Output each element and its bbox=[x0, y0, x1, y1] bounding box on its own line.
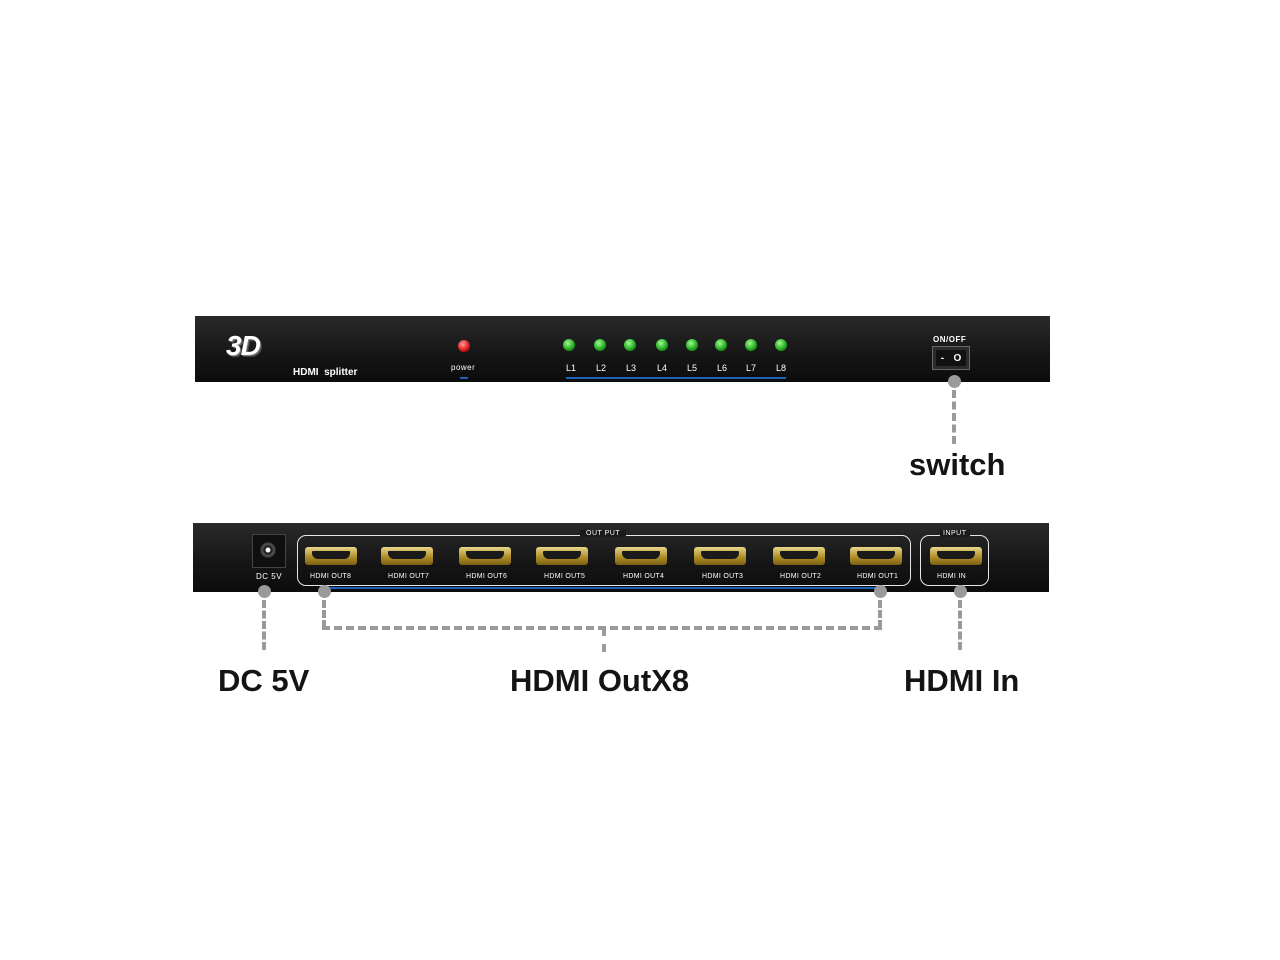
led-label: L7 bbox=[745, 363, 756, 373]
hdmi-out5-port[interactable] bbox=[536, 547, 588, 565]
led-l4-icon bbox=[656, 339, 668, 351]
power-label: power bbox=[451, 363, 476, 372]
hdmi-out6-label: HDMI OUT6 bbox=[466, 573, 508, 580]
led-l2-icon bbox=[594, 339, 606, 351]
hdmi-out4-label: HDMI OUT4 bbox=[623, 573, 665, 580]
output-callout-line-left bbox=[322, 600, 326, 628]
hdmi-out3-label: HDMI OUT3 bbox=[702, 573, 744, 580]
switch-off-symbol: - bbox=[940, 352, 945, 364]
output-underline bbox=[325, 587, 877, 589]
model-label: HDMI splitter bbox=[293, 367, 358, 378]
input-group-label: INPUT bbox=[940, 530, 970, 537]
front-panel bbox=[195, 316, 1050, 382]
hdmi-out4-port[interactable] bbox=[615, 547, 667, 565]
hdmi-out2-label: HDMI OUT2 bbox=[780, 573, 822, 580]
hdmi-out7-label: HDMI OUT7 bbox=[388, 573, 430, 580]
output-callout-line-center bbox=[602, 628, 606, 652]
hdmi-in-label: HDMI IN bbox=[937, 573, 966, 580]
dc-label: DC 5V bbox=[256, 572, 283, 581]
led-label: L8 bbox=[775, 363, 786, 373]
led-l5-icon bbox=[686, 339, 698, 351]
hdmi-out6-port[interactable] bbox=[459, 547, 511, 565]
dc-jack-icon bbox=[252, 534, 286, 568]
output-callout-line-right bbox=[878, 600, 882, 628]
hdmi-out8-port[interactable] bbox=[305, 547, 357, 565]
outputs-callout: HDMI OutX8 bbox=[510, 663, 690, 698]
output-group-label: OUT PUT bbox=[580, 530, 627, 537]
dc-callout-line bbox=[262, 600, 266, 650]
output-callout-dot-right bbox=[874, 585, 887, 598]
hdmi-out7-port[interactable] bbox=[381, 547, 433, 565]
power-switch[interactable]: - O bbox=[932, 346, 970, 370]
led-label: L2 bbox=[595, 363, 606, 373]
led-label: L6 bbox=[716, 363, 727, 373]
led-l6-icon bbox=[715, 339, 727, 351]
switch-on-symbol: O bbox=[953, 352, 962, 364]
power-led-icon bbox=[458, 340, 470, 352]
3d-logo: 3D bbox=[226, 330, 261, 361]
hdmi-out1-port[interactable] bbox=[850, 547, 902, 565]
output-callout-dot-left bbox=[318, 585, 331, 598]
hdmi-out5-label: HDMI OUT5 bbox=[544, 573, 586, 580]
led-label: L3 bbox=[625, 363, 636, 373]
input-callout-dot bbox=[954, 585, 967, 598]
hdmi-out1-label: HDMI OUT1 bbox=[857, 573, 899, 580]
led-label: L5 bbox=[686, 363, 697, 373]
led-underline bbox=[566, 377, 786, 379]
switch-callout-line bbox=[952, 390, 956, 444]
switch-callout: switch bbox=[909, 447, 1006, 482]
hdmi-out8-label: HDMI OUT8 bbox=[310, 573, 352, 580]
led-l7-icon bbox=[745, 339, 757, 351]
input-callout: HDMI In bbox=[904, 663, 1020, 698]
hdmi-out2-port[interactable] bbox=[773, 547, 825, 565]
led-l8-icon bbox=[775, 339, 787, 351]
power-underline bbox=[460, 377, 468, 379]
hdmi-out3-port[interactable] bbox=[694, 547, 746, 565]
led-l3-icon bbox=[624, 339, 636, 351]
led-l1-icon bbox=[563, 339, 575, 351]
dc-callout: DC 5V bbox=[218, 663, 310, 698]
led-label: L1 bbox=[565, 363, 576, 373]
led-label: L4 bbox=[656, 363, 667, 373]
dc-callout-dot bbox=[258, 585, 271, 598]
input-callout-line bbox=[958, 600, 962, 650]
hdmi-in-port[interactable] bbox=[930, 547, 982, 565]
switch-label: ON/OFF bbox=[933, 335, 967, 344]
switch-callout-dot bbox=[948, 375, 961, 388]
